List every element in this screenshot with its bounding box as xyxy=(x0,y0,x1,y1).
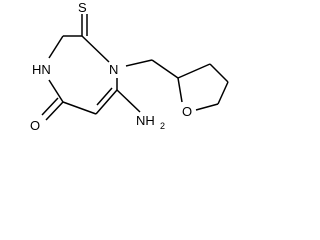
thf-oxygen-label: O xyxy=(182,104,192,119)
bond-c4-c5 xyxy=(62,101,97,115)
bond-ch2-c2thf xyxy=(151,59,179,79)
tetrahydrofuran-ring xyxy=(177,63,229,111)
chemical-structure: S HN N O NH 2 O xyxy=(30,0,229,133)
bond-thf-o-c5 xyxy=(195,103,219,111)
amino-h-subscript: 2 xyxy=(160,121,165,131)
sulfur-atom-label: S xyxy=(78,0,87,15)
bond-thf-c4-c3 xyxy=(209,63,229,83)
oxo-oxygen-label: O xyxy=(30,118,40,133)
amino-group-label: NH 2 xyxy=(136,113,165,131)
carbonyl-group xyxy=(41,97,64,121)
bond-n1-c2 xyxy=(81,35,110,63)
amino-n-label: NH xyxy=(136,113,155,128)
bond-c5-c6-double xyxy=(96,87,113,106)
bond-c2-n3 xyxy=(48,35,64,59)
thione-group xyxy=(81,14,88,36)
bond-c4-o xyxy=(45,101,64,121)
methylene-linker xyxy=(125,59,179,79)
bond-c6-nh2 xyxy=(116,89,141,113)
pyrimidine-ring xyxy=(48,35,118,115)
bond-n3-c4 xyxy=(48,79,64,103)
bond-n1-ch2 xyxy=(125,59,153,67)
bond-c5-c6 xyxy=(95,89,118,115)
bond-thf-c5-c4 xyxy=(217,81,229,105)
bond-c4-o-double xyxy=(41,97,59,116)
bond-thf-c2-o xyxy=(177,77,183,103)
ring-n1-label: N xyxy=(109,62,118,77)
bond-thf-c3-c2 xyxy=(177,63,211,79)
ring-nh-label: HN xyxy=(32,62,51,77)
